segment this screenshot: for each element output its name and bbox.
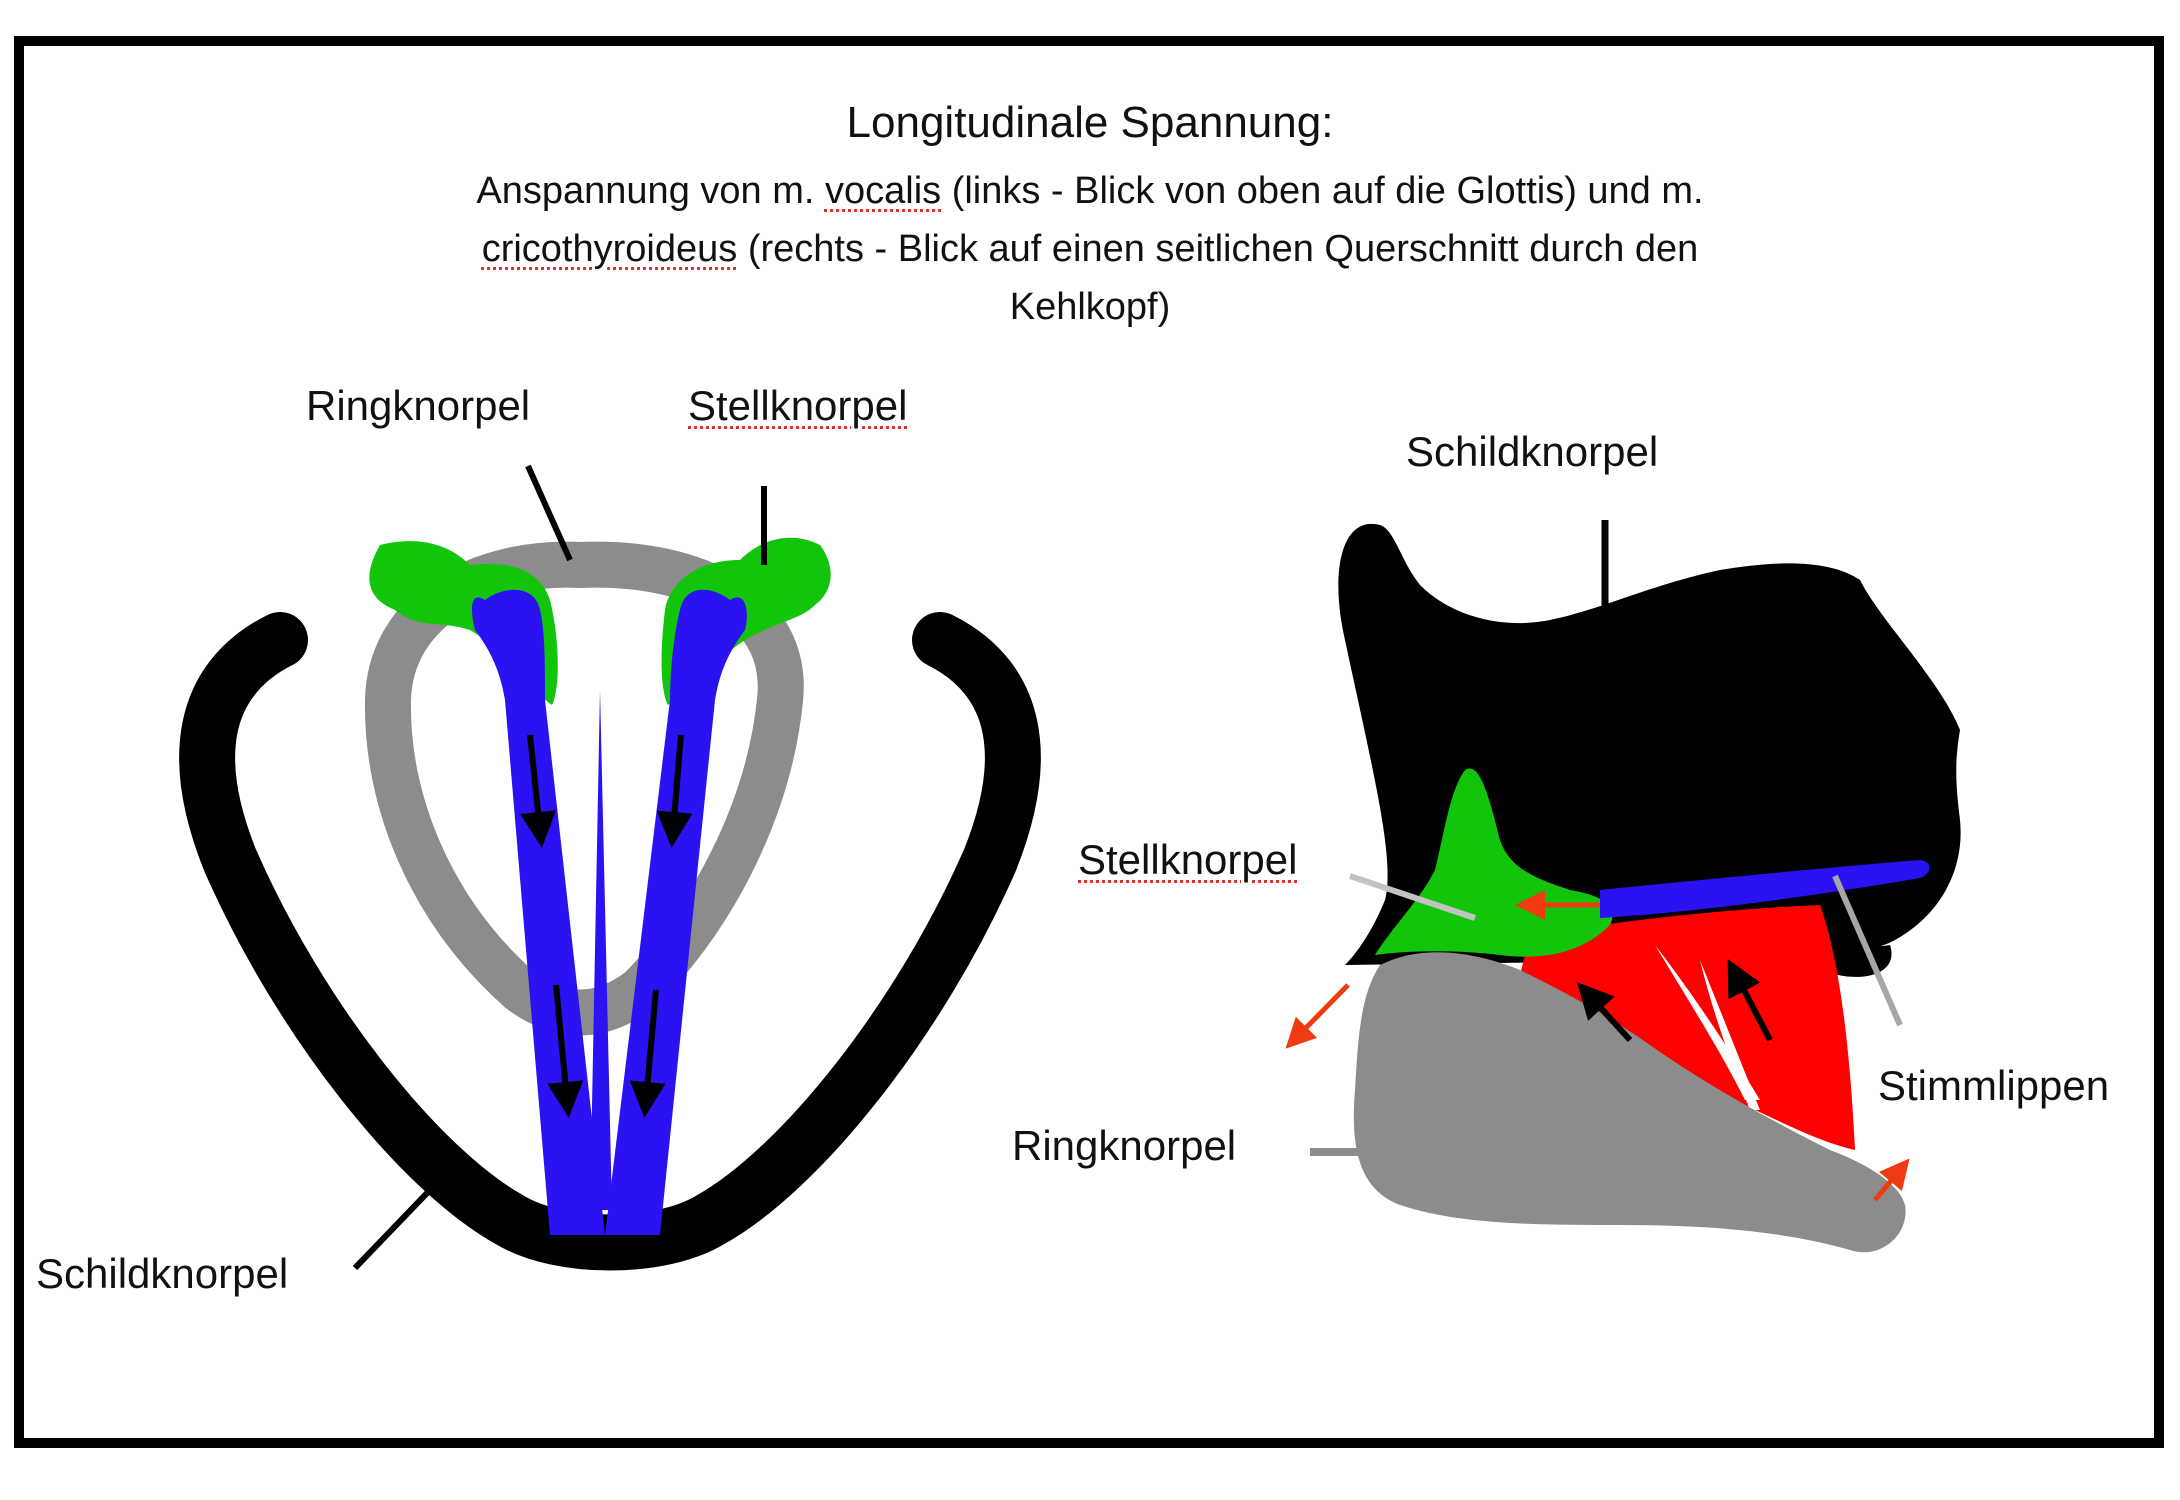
subtitle-text-1: Anspannung von m. xyxy=(476,170,825,212)
figure-title: Longitudinale Spannung: xyxy=(846,98,1334,147)
label-stimmlippen: Stimmlippen xyxy=(1878,1062,2110,1109)
leader-stellknorpel-right xyxy=(1349,873,1476,921)
vocalis-arrow-1 xyxy=(520,734,557,848)
leader-schildknorpel-left xyxy=(352,1187,433,1271)
cricothyroid-muscle xyxy=(1520,905,1855,1150)
cricothyroid-arrow-1 xyxy=(1577,982,1633,1043)
label-ringknorpel-right: Ringknorpel xyxy=(1012,1122,1237,1169)
force-arrow-left-down xyxy=(1285,983,1350,1049)
vocalis-arrow-4 xyxy=(629,989,666,1118)
thyroid-cartilage-left xyxy=(179,612,1041,1271)
leader-ringknorpel-left xyxy=(525,464,573,562)
vocalis-arrow-3 xyxy=(656,734,693,848)
figure-subtitle: Anspannung von m. vocalis (links - Blick… xyxy=(340,162,1840,336)
label-stellknorpel-right: Stellknorpel xyxy=(1078,836,1298,883)
subtitle-text-2: (links - Blick von oben auf die Glottis)… xyxy=(941,170,1704,212)
subtitle-term-cricothyroideus: cricothyroideus xyxy=(481,228,738,270)
label-stellknorpel-left: Stellknorpel xyxy=(688,382,908,429)
muscle-gap-2 xyxy=(1700,960,1760,1110)
cricoid-cartilage-right xyxy=(1353,952,1906,1253)
vocalis-left xyxy=(472,589,605,1235)
vocalis-right xyxy=(605,589,747,1235)
vocalis-arrow-2 xyxy=(547,984,584,1118)
cricothyroid-arrow-2 xyxy=(1727,959,1773,1042)
subtitle-text-3: (rechts - Blick auf einen seitlichen Que… xyxy=(737,228,1699,270)
subtitle-text-4: Kehlkopf) xyxy=(1009,286,1171,328)
force-arrow-right-up xyxy=(1873,1158,1910,1202)
right-diagram xyxy=(1285,520,1961,1253)
arytenoid-right-view xyxy=(1375,768,1613,957)
vocal-fold-right xyxy=(1600,860,1930,918)
left-diagram xyxy=(179,464,1041,1271)
subtitle-term-vocalis: vocalis xyxy=(824,170,942,212)
label-schildknorpel-left: Schildknorpel xyxy=(36,1250,289,1297)
leader-stimmlippen xyxy=(1832,874,1903,1027)
glottis-gap xyxy=(590,690,612,1210)
arytenoid-left xyxy=(369,541,558,705)
label-ringknorpel-left: Ringknorpel xyxy=(306,382,531,429)
label-schildknorpel-right: Schildknorpel xyxy=(1406,428,1659,475)
